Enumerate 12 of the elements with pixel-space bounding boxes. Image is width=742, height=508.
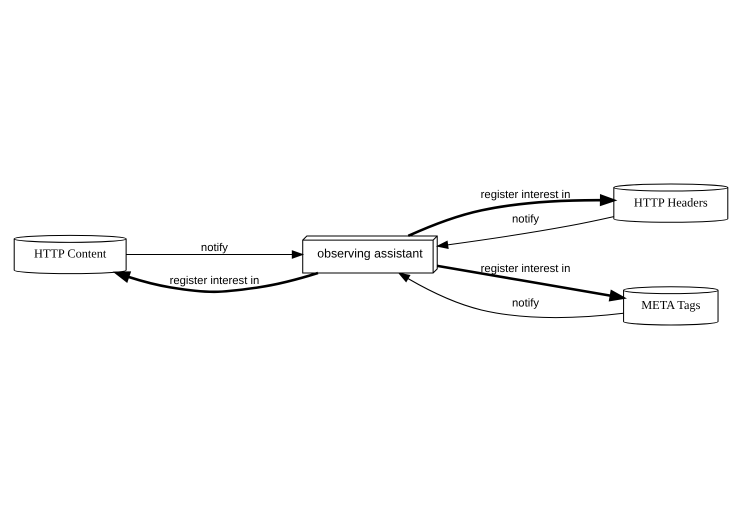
arrow (398, 272, 624, 318)
edge-label: notify (200, 242, 228, 254)
edge-label: register interest in (480, 188, 570, 200)
arrow (436, 216, 614, 249)
edge-label: register interest in (170, 274, 260, 287)
arrow (437, 264, 627, 302)
edge-label: notify (512, 212, 540, 225)
arrow (112, 270, 318, 293)
arrow (126, 250, 304, 258)
edge-label: notify (512, 297, 540, 310)
arrow (408, 194, 618, 237)
edge-label: register interest in (480, 262, 570, 274)
